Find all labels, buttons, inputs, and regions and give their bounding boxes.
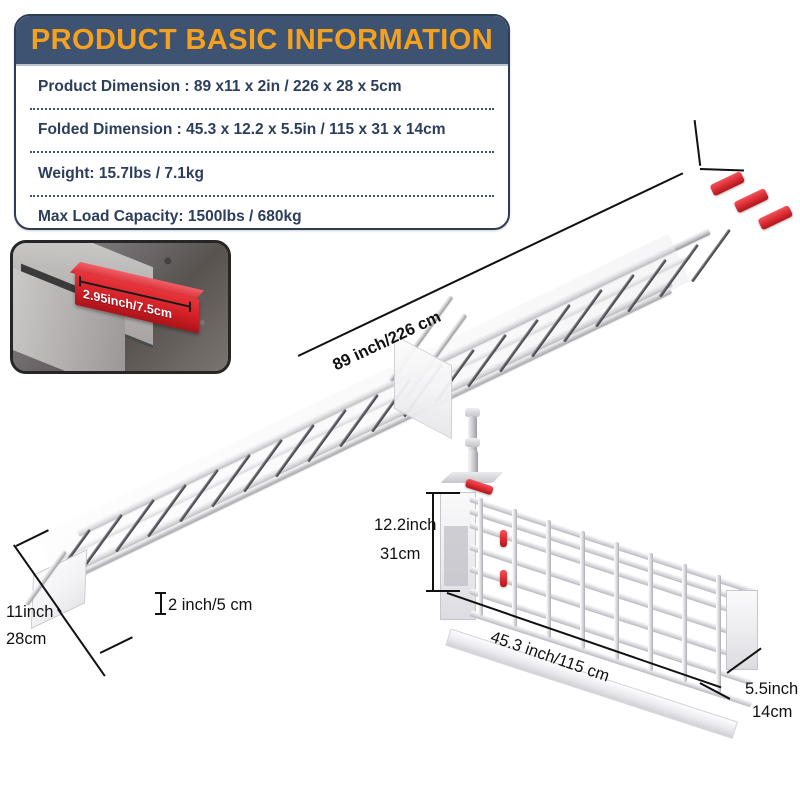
support-leg-lower <box>469 450 478 478</box>
folded-stile <box>716 575 721 693</box>
folded-stile <box>580 531 585 649</box>
folded-height-cm-label: 31cm <box>380 545 421 563</box>
folded-ramp-illustration <box>430 478 770 739</box>
red-latch <box>500 570 507 587</box>
width-dimension-tick <box>99 636 133 654</box>
folded-stile <box>682 564 687 682</box>
spec-row-max-load: Max Load Capacity: 1500lbs / 680kg <box>38 208 302 226</box>
ramp-width-cm-label: 28cm <box>6 630 47 648</box>
thickness-dimension-tick <box>160 592 162 614</box>
ramp-width-inch-label: 11inch <box>6 603 54 621</box>
ramp-thickness-label: 2 inch/5 cm <box>168 596 253 614</box>
folded-depth-inch-label: 5.5inch <box>745 680 799 698</box>
lip-detail-photo: 2.95inch/7.5cm <box>10 240 231 374</box>
product-info-panel: PRODUCT BASIC INFORMATION Product Dimens… <box>14 14 510 230</box>
folded-height-tick-bottom <box>426 590 460 592</box>
thickness-dimension-cap <box>155 613 166 615</box>
spec-list: Product Dimension : 89 x11 x 2in / 226 x… <box>16 66 508 228</box>
folded-stile <box>478 498 483 616</box>
folded-right-end-face <box>726 590 758 670</box>
support-leg-knob <box>465 408 480 417</box>
red-latch <box>500 530 507 547</box>
page-title: PRODUCT BASIC INFORMATION <box>30 23 494 56</box>
folded-end-face-inner <box>444 526 468 586</box>
folded-height-dimension-line <box>432 492 434 590</box>
folded-stile <box>546 520 551 638</box>
folded-stile <box>648 553 653 671</box>
panel-header: PRODUCT BASIC INFORMATION <box>16 16 508 66</box>
red-end-cap <box>709 170 746 197</box>
unfolded-ramp-illustration <box>18 150 794 630</box>
spec-divider <box>30 194 494 197</box>
spec-row-product-dimension: Product Dimension : 89 x11 x 2in / 226 x… <box>38 77 402 95</box>
spec-divider <box>30 151 494 153</box>
red-end-cap <box>733 187 770 214</box>
folded-stile <box>614 542 619 660</box>
thickness-dimension-cap <box>155 592 166 594</box>
folded-height-inch-label: 12.2inch <box>374 516 437 534</box>
spec-divider <box>30 107 494 110</box>
support-leg-collar <box>465 438 480 447</box>
red-end-cap <box>757 204 794 231</box>
folded-depth-cm-label: 14cm <box>752 703 793 721</box>
spec-row-folded-dimension: Folded Dimension : 45.3 x 12.2 x 5.5in /… <box>38 121 446 139</box>
folded-stile <box>512 509 517 627</box>
folded-height-tick-top <box>426 492 460 494</box>
spec-row-weight: Weight: 15.7lbs / 7.1kg <box>38 164 204 182</box>
